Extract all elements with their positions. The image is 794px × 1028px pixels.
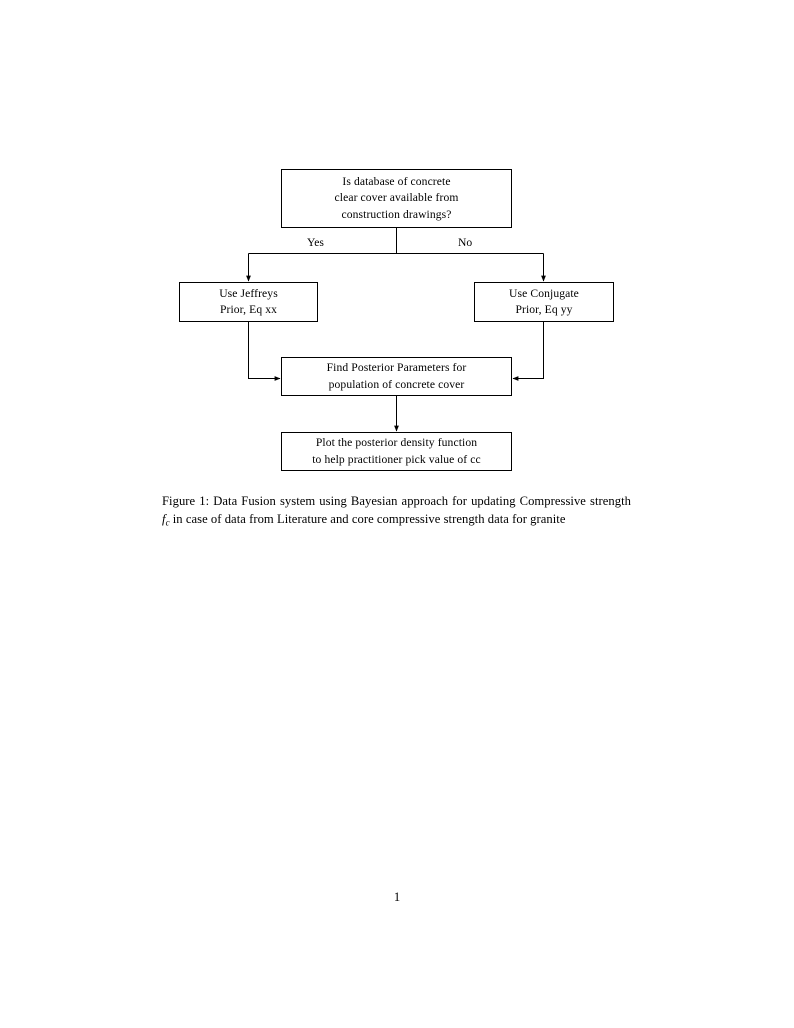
edge-jeffreys-to-posterior [248, 322, 281, 381]
flowchart-connectors [246, 228, 546, 432]
flow-node-decision-line-3: construction drawings? [341, 207, 452, 221]
flow-node-jeffreys-line-2: Prior, Eq xx [219, 303, 278, 316]
edge-conjugate-to-posterior [512, 322, 544, 381]
page-number: 1 [393, 890, 401, 904]
flow-node-jeffreys-line-1: Use Jeffreys [219, 286, 278, 300]
flow-node-plot-line-2: to help practitioner pick value of cc [312, 452, 481, 466]
flow-node-posterior-line-2: population of concrete cover [328, 377, 465, 391]
flow-node-plot-line-1: Plot the posterior density function [315, 436, 478, 449]
flow-node-plot-posterior-density: Plot the posterior density function to h… [281, 432, 512, 471]
figure-caption-text-before: Data Fusion system using Bayesian approa… [209, 494, 631, 508]
flow-node-conjugate-line-1: Use Conjugate [509, 286, 579, 300]
flow-node-decision-line-2: clear cover available from [334, 191, 459, 205]
flow-node-decision: Is database of concrete clear cover avai… [281, 169, 512, 228]
flowchart-figure: Is database of concrete clear cover avai… [0, 0, 794, 490]
flow-node-conjugate-prior: Use Conjugate Prior, Eq yy [474, 282, 614, 322]
flow-node-find-posterior-parameters: Find Posterior Parameters for population… [281, 357, 512, 396]
flow-node-conjugate-line-2: Prior, Eq yy [515, 303, 573, 316]
flow-node-posterior-line-1: Find Posterior Parameters for [326, 361, 467, 374]
flow-node-jeffreys-prior: Use Jeffreys Prior, Eq xx [179, 282, 318, 322]
edge-label-yes: Yes [307, 236, 324, 249]
figure-caption: Figure 1: Data Fusion system using Bayes… [162, 492, 631, 532]
figure-caption-math-symbol: f [162, 512, 166, 527]
figure-caption-math-subscript: c [165, 517, 170, 528]
flow-node-decision-line-1: Is database of concrete [342, 174, 451, 188]
figure-caption-text-after: in case of data from Literature and core… [169, 512, 566, 527]
figure-caption-label: Figure 1: [162, 494, 210, 508]
edge-label-no: No [458, 236, 473, 249]
